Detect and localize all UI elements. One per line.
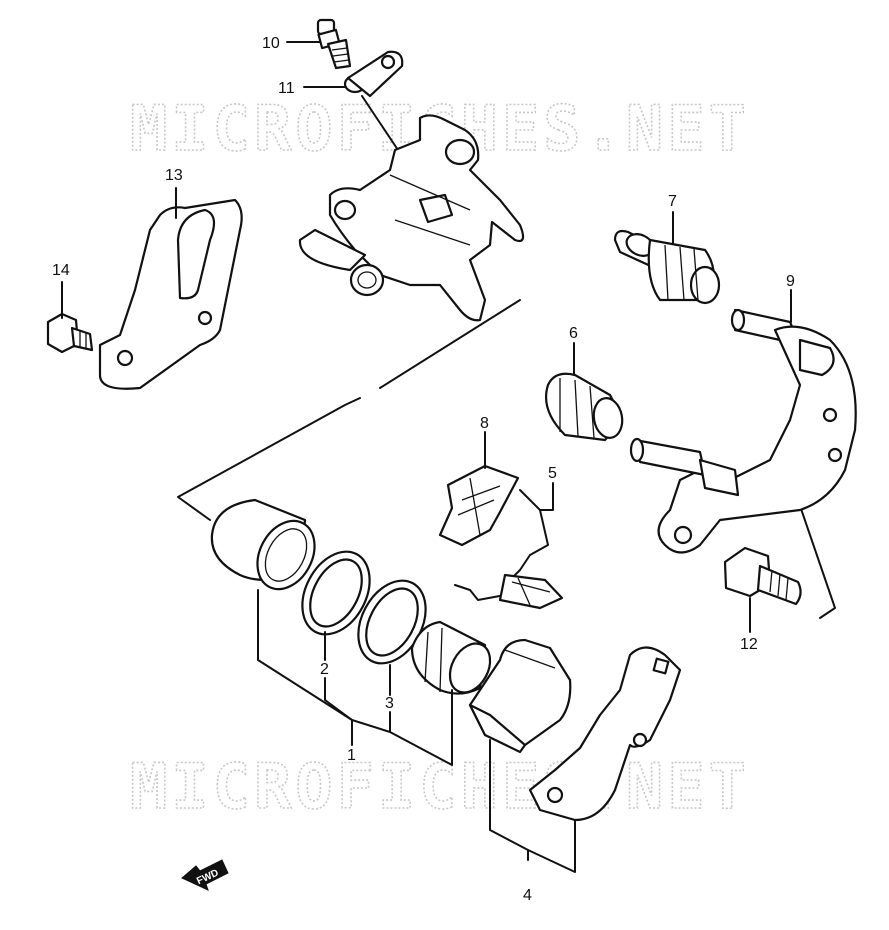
bleeder-screw [316, 18, 352, 70]
brake-pad-outer [528, 646, 682, 822]
piston-seal [301, 550, 371, 636]
slide-pin-boot [613, 229, 721, 305]
retaining-spring [454, 489, 564, 610]
callout-4: 4 [523, 887, 532, 904]
dust-seal [357, 579, 427, 665]
piston [210, 498, 316, 591]
caliper-bracket [629, 308, 857, 554]
bolt-12 [723, 546, 802, 606]
mounting-plate [98, 198, 243, 390]
leader-lines [61, 41, 792, 873]
forward-arrow-icon: FWD [181, 859, 229, 891]
bolt-14 [46, 312, 94, 354]
dust-boot [544, 372, 624, 442]
callout-6: 6 [569, 325, 578, 342]
callout-11: 11 [278, 80, 295, 97]
callout-13: 13 [165, 167, 183, 184]
brake-pad-inner [468, 638, 572, 754]
callout-8: 8 [480, 415, 489, 432]
pad-spring [438, 464, 520, 547]
callout-5: 5 [548, 465, 557, 482]
bracket-outline [797, 499, 836, 619]
callout-3: 3 [385, 695, 394, 712]
hose-joint [343, 50, 404, 151]
callout-14: 14 [52, 262, 70, 279]
caliper-body [298, 114, 525, 322]
watermark-bottom: MICROFICHES.NET [130, 750, 750, 823]
assembly-outline [177, 299, 521, 521]
callout-10: 10 [262, 35, 280, 52]
piston-insulator [410, 620, 492, 695]
callout-9: 9 [786, 273, 795, 290]
callout-1: 1 [347, 747, 356, 764]
callout-7: 7 [668, 193, 677, 210]
callout-2: 2 [320, 661, 329, 678]
callout-12: 12 [740, 636, 758, 653]
